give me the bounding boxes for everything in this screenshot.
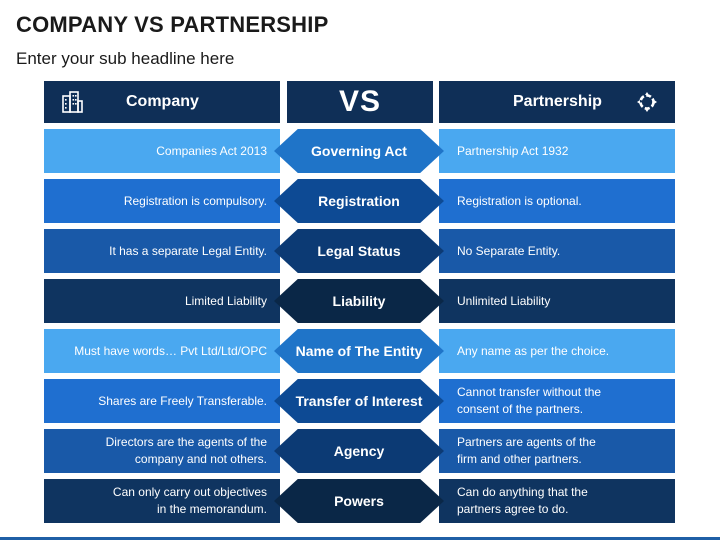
partnership-cell: Cannot transfer without the consent of th… bbox=[439, 379, 675, 423]
criterion-label: Legal Status bbox=[317, 243, 401, 259]
partnership-text-line: Partners are agents of the bbox=[457, 435, 596, 449]
criterion-label: Powers bbox=[334, 493, 384, 509]
partnership-cell: Partnership Act 1932 bbox=[439, 129, 675, 173]
partnership-text-line: Cannot transfer without the bbox=[457, 385, 602, 399]
company-cell: Directors are the agents of the company a… bbox=[44, 429, 280, 473]
criterion-hexagon: Powers bbox=[274, 479, 444, 523]
partnership-text-line: Can do anything that the bbox=[457, 485, 588, 499]
building-icon bbox=[62, 91, 83, 113]
company-text: Companies Act 2013 bbox=[156, 143, 267, 158]
partnership-header: Partnership bbox=[439, 81, 675, 123]
company-text: Must have words… Pvt Ltd/Ltd/OPC bbox=[74, 343, 267, 358]
handshake-circle-icon bbox=[637, 92, 657, 112]
criterion-label: Liability bbox=[332, 293, 386, 309]
company-label: Company bbox=[126, 93, 199, 110]
company-text-line: Can only carry out objectives bbox=[112, 485, 267, 499]
criterion-label: Registration bbox=[318, 193, 400, 209]
partnership-cell: Registration is optional. bbox=[439, 179, 675, 223]
comparison-row: Can only carry out objectives in the memo… bbox=[44, 479, 675, 523]
vs-label: VS bbox=[338, 85, 382, 118]
company-text-line: Directors are the agents of the bbox=[105, 435, 267, 449]
partnership-label: Partnership bbox=[513, 93, 602, 110]
partnership-text-line: consent of the partners. bbox=[457, 402, 584, 416]
comparison-row: Companies Act 2013 Partnership Act 1932 Go… bbox=[44, 129, 675, 173]
partnership-text-line: firm and other partners. bbox=[457, 452, 582, 466]
partnership-text: No Separate Entity. bbox=[457, 243, 561, 258]
partnership-text: Can do anything that the partners agree t… bbox=[457, 484, 588, 518]
criterion-hexagon: Transfer of Interest bbox=[274, 379, 444, 423]
criterion-label: Transfer of Interest bbox=[295, 393, 423, 409]
company-text: Can only carry out objectives in the memo… bbox=[113, 484, 267, 518]
partnership-text: Partnership Act 1932 bbox=[457, 143, 569, 158]
partnership-cell: Partners are agents of the firm and other… bbox=[439, 429, 675, 473]
partnership-text: Unlimited Liability bbox=[457, 293, 551, 308]
criterion-hexagon: Legal Status bbox=[274, 229, 444, 273]
page-subtitle: Enter your sub headline here bbox=[16, 49, 235, 68]
criterion-hexagon: Agency bbox=[274, 429, 444, 473]
comparison-row: Registration is compulsory. Registration … bbox=[44, 179, 675, 223]
comparison-row: Limited Liability Unlimited Liability Liab… bbox=[44, 279, 675, 323]
bottom-divider bbox=[0, 537, 720, 540]
company-cell: Companies Act 2013 bbox=[44, 129, 280, 173]
partnership-cell: No Separate Entity. bbox=[439, 229, 675, 273]
comparison-row: Shares are Freely Transferable. Cannot tr… bbox=[44, 379, 675, 423]
page-title: COMPANY VS PARTNERSHIP bbox=[16, 12, 329, 37]
company-text-line: company and not others. bbox=[134, 452, 267, 466]
criterion-hexagon: Name of The Entity bbox=[274, 329, 444, 373]
company-header: Company bbox=[44, 81, 280, 123]
company-cell: It has a separate Legal Entity. bbox=[44, 229, 280, 273]
partnership-text: Any name as per the choice. bbox=[457, 343, 610, 358]
criterion-label: Name of The Entity bbox=[295, 343, 423, 359]
vs-header: VS bbox=[287, 81, 433, 123]
company-cell: Limited Liability bbox=[44, 279, 280, 323]
company-text-line: in the memorandum. bbox=[156, 502, 267, 516]
partnership-text: Partners are agents of the firm and other… bbox=[457, 434, 596, 468]
criterion-hexagon: Governing Act bbox=[274, 129, 444, 173]
partnership-text: Cannot transfer without the consent of th… bbox=[457, 384, 601, 418]
company-cell: Must have words… Pvt Ltd/Ltd/OPC bbox=[44, 329, 280, 373]
comparison-row: Must have words… Pvt Ltd/Ltd/OPC Any name… bbox=[44, 329, 675, 373]
criterion-hexagon: Liability bbox=[274, 279, 444, 323]
comparison-row: It has a separate Legal Entity. No Separa… bbox=[44, 229, 675, 273]
criterion-label: Agency bbox=[333, 443, 385, 459]
criterion-hexagon: Registration bbox=[274, 179, 444, 223]
partnership-text-line: partners agree to do. bbox=[457, 502, 569, 516]
company-text: Shares are Freely Transferable. bbox=[98, 393, 267, 408]
company-text: Directors are the agents of the company a… bbox=[106, 434, 267, 468]
company-text: Registration is compulsory. bbox=[123, 193, 267, 208]
partnership-cell: Can do anything that the partners agree t… bbox=[439, 479, 675, 523]
company-cell: Registration is compulsory. bbox=[44, 179, 280, 223]
company-cell: Can only carry out objectives in the memo… bbox=[44, 479, 280, 523]
partnership-cell: Unlimited Liability bbox=[439, 279, 675, 323]
company-text: Limited Liability bbox=[184, 293, 267, 308]
comparison-row: Directors are the agents of the company a… bbox=[44, 429, 675, 473]
partnership-text: Registration is optional. bbox=[457, 193, 582, 208]
criterion-label: Governing Act bbox=[311, 143, 407, 159]
company-text: It has a separate Legal Entity. bbox=[109, 243, 267, 258]
partnership-cell: Any name as per the choice. bbox=[439, 329, 675, 373]
company-cell: Shares are Freely Transferable. bbox=[44, 379, 280, 423]
